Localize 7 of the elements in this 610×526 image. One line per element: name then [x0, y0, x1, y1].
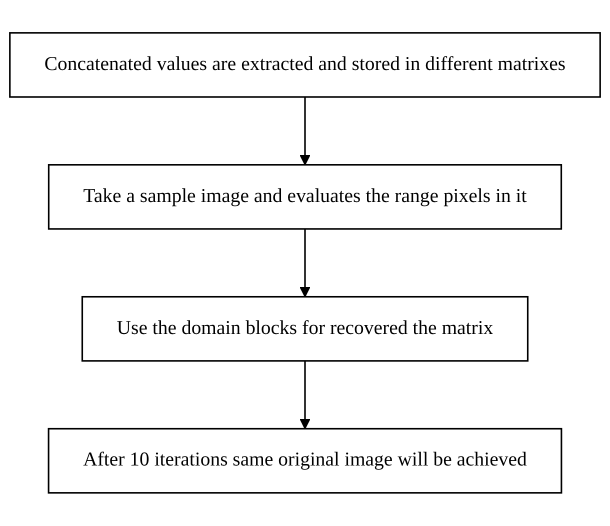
node-box: Use the domain blocks for recovered the matrix — [81, 296, 529, 362]
node-box: After 10 iterations same original image will be achieved — [48, 428, 562, 494]
arrow — [300, 229, 310, 298]
node-box: Take a sample image and evaluates the range pixels in it — [48, 164, 562, 230]
node-box: Concatenated values are extracted and stored in different matrixes — [9, 32, 601, 98]
arrow — [300, 97, 310, 166]
arrow — [300, 361, 310, 430]
